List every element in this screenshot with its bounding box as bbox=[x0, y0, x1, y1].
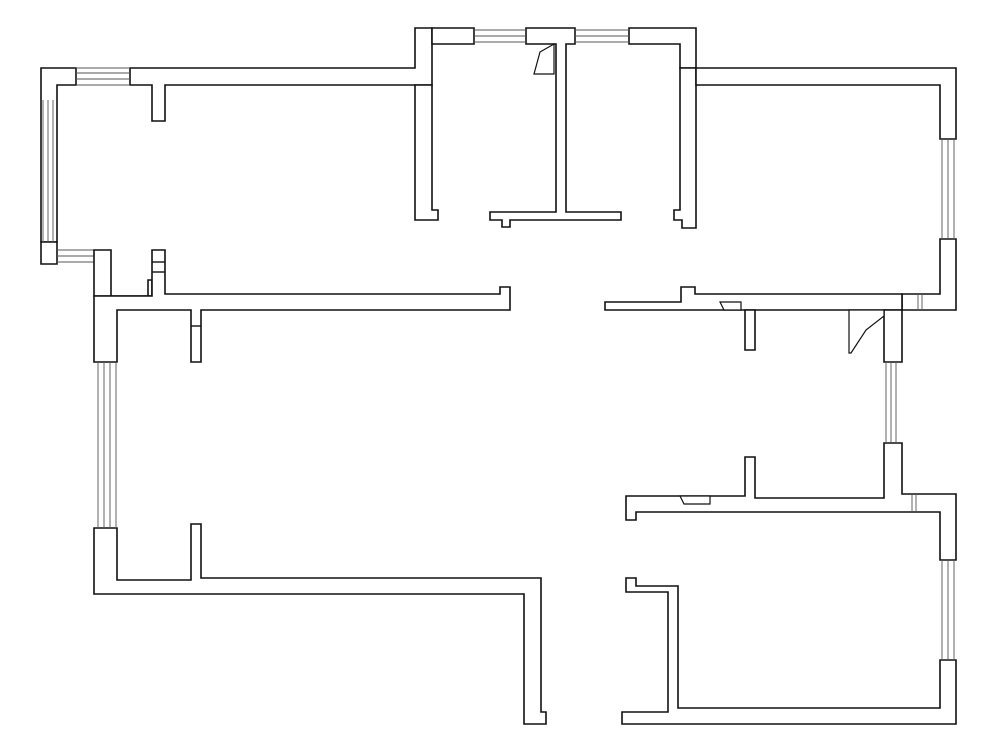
wall-upper-right-bottom bbox=[604, 286, 903, 311]
window-right-middle-small bbox=[911, 494, 917, 512]
wall-right-middle-a bbox=[744, 309, 756, 351]
wall-right-middle-c bbox=[625, 442, 957, 561]
window-right-middle bbox=[885, 362, 897, 443]
wall-left-corridor-left bbox=[93, 249, 153, 297]
door-right-middle bbox=[848, 309, 885, 354]
room-top-middle bbox=[431, 27, 697, 229]
room-left-corridor bbox=[93, 249, 511, 363]
wall-top-middle-right bbox=[628, 27, 697, 69]
room-upper-right bbox=[604, 67, 957, 311]
wall-living-left-side bbox=[93, 523, 547, 725]
door-kitchen bbox=[719, 301, 742, 311]
wall-upper-left-corner bbox=[40, 241, 58, 265]
wall-top-middle-left bbox=[431, 27, 475, 45]
room-lower-right bbox=[621, 577, 957, 725]
window-upper-left-top bbox=[76, 67, 130, 86]
window-living-left bbox=[97, 362, 117, 528]
window-upper-left-side bbox=[42, 100, 54, 242]
room-living-left bbox=[93, 523, 547, 725]
wall-upper-left-top bbox=[129, 27, 433, 122]
wall-upper-right-side bbox=[901, 238, 957, 311]
room-upper-left bbox=[40, 27, 439, 265]
window-top-middle-left bbox=[474, 29, 526, 43]
wall-upper-left-outer bbox=[40, 67, 77, 243]
door-lower-middle bbox=[679, 495, 711, 505]
wall-upper-right-top bbox=[695, 67, 957, 140]
wall-lower-right bbox=[621, 577, 957, 725]
wall-right-middle-b bbox=[883, 309, 903, 363]
wall-top-middle-right-lower bbox=[673, 67, 697, 229]
window-lower-right bbox=[941, 560, 955, 660]
wall-left-corridor-inner bbox=[93, 249, 511, 363]
wall-top-middle-center bbox=[489, 27, 622, 228]
room-right-middle bbox=[625, 301, 957, 561]
window-upper-right bbox=[941, 139, 955, 239]
window-top-middle-right bbox=[575, 29, 629, 43]
window-left-corner bbox=[57, 249, 94, 263]
window-upper-right-small bbox=[917, 294, 923, 310]
door-top-middle bbox=[533, 42, 555, 75]
wall-upper-left-right bbox=[414, 84, 439, 221]
